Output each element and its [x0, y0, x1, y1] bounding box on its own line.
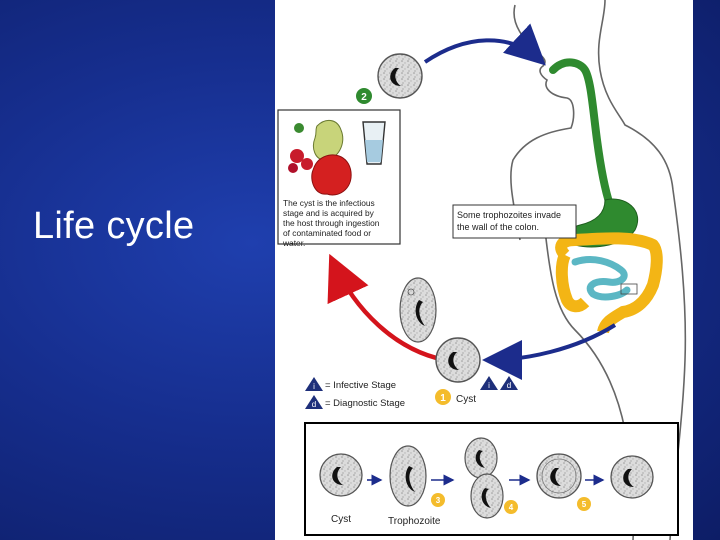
stage-precyst [536, 453, 582, 499]
stage-trophozoite [389, 445, 427, 507]
step-badge-3: 3 [431, 493, 445, 507]
excretion-arrow [482, 323, 617, 380]
ingestion-note-line-2: stage and is acquired by [283, 208, 375, 218]
cyst-top [377, 53, 423, 99]
step-badge-5-text: 5 [582, 500, 587, 509]
ingestion-arrow [423, 23, 546, 66]
stage-mature-cyst [610, 455, 654, 499]
legend-infective-marker: i [313, 382, 315, 391]
cyst-excreted [435, 337, 481, 383]
legend-diagnostic-icon [305, 395, 323, 409]
colon-note-box: Some trophozoites invade the wall of the… [452, 204, 577, 239]
step-badge-3-text: 3 [436, 496, 441, 505]
legend: i = Infective Stage d = Diagnostic Stage [305, 377, 405, 409]
colon-and-intestine [555, 232, 663, 334]
legend-infective-icon [305, 377, 323, 391]
legend-diagnostic-marker: d [312, 400, 316, 409]
ingestion-note-line-3: the host through ingestion [283, 218, 380, 228]
step-badge-5: 5 [577, 497, 591, 511]
ingestion-note-line-1: The cyst is the infectious [283, 198, 375, 208]
step-badge-1-text: 1 [440, 393, 446, 404]
apple-icon [311, 154, 352, 196]
step-badge-4: 4 [504, 500, 518, 514]
ingestion-note: The cyst is the infectious stage and is … [282, 198, 382, 248]
diagnostic-marker-text: d [507, 381, 511, 390]
bottom-stages-box: 3 4 5 Cyst Trophozoite [304, 422, 679, 536]
stage-cyst [319, 453, 363, 497]
life-cycle-diagram: 2 The cyst is the infectious stage and i… [277, 0, 687, 540]
stage-dividing [464, 437, 504, 519]
slide-title: Life cycle [33, 205, 195, 247]
colon-note-line-1: Some trophozoites invade [457, 210, 561, 220]
legend-diagnostic-label: = Diagnostic Stage [325, 398, 405, 409]
bottom-trophozoite-label: Trophozoite [388, 516, 441, 527]
colon-note-line-2: the wall of the colon. [457, 222, 539, 232]
infective-marker-text: i [488, 381, 490, 390]
food-water-box: The cyst is the infectious stage and is … [277, 109, 401, 248]
trophozoite-middle [399, 277, 437, 343]
ingestion-note-line-4: of contaminated food or [283, 228, 371, 238]
stage-markers: i d [480, 376, 518, 390]
ingestion-note-line-5: water. [282, 238, 305, 248]
colon-note: Some trophozoites invade the wall of the… [457, 210, 564, 232]
contamination-arrow [327, 253, 446, 363]
step-badge-2-text: 2 [361, 92, 367, 103]
step-badge-2: 2 [356, 88, 372, 104]
water-glass-icon [362, 121, 386, 165]
legend-infective-label: = Infective Stage [325, 380, 396, 391]
cyst-label: Cyst [456, 394, 476, 405]
strawberries-icon [288, 123, 313, 173]
bottom-cyst-label: Cyst [331, 514, 351, 525]
step-badge-1: 1 [435, 389, 451, 405]
step-badge-4-text: 4 [509, 503, 514, 512]
